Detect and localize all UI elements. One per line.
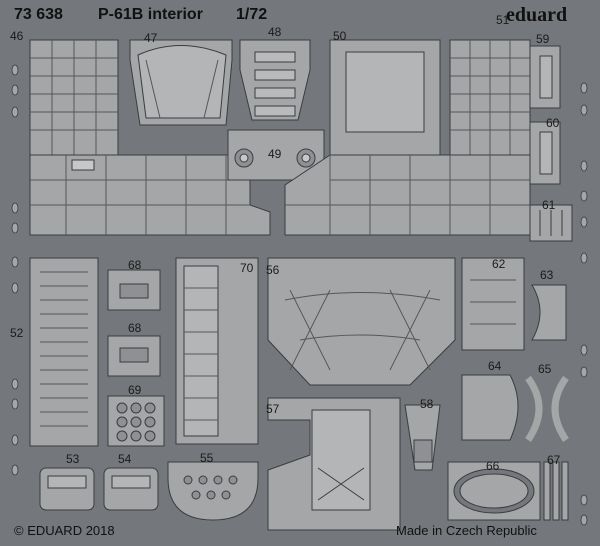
part-64-curve xyxy=(461,374,519,441)
part-label-52: 52 xyxy=(10,326,24,340)
part-55-panel xyxy=(167,461,259,521)
part-56-truss xyxy=(267,257,456,386)
part-69-buttons xyxy=(107,395,165,447)
part-label-48: 48 xyxy=(268,25,282,39)
part-label-54: 54 xyxy=(118,452,132,466)
part-52-ladder xyxy=(29,257,99,447)
part-label-67: 67 xyxy=(547,453,561,467)
part-label-68-lower: 68 xyxy=(128,321,142,335)
part-65-rings xyxy=(525,375,569,442)
part-label-60: 60 xyxy=(546,116,560,130)
part-label-65: 65 xyxy=(538,362,552,376)
part-label-63: 63 xyxy=(540,268,554,282)
origin-label: Made in Czech Republic xyxy=(396,523,537,538)
part-label-62: 62 xyxy=(492,257,506,271)
product-name: P-61B interior xyxy=(98,6,203,23)
part-label-70: 70 xyxy=(240,261,254,275)
part-54-seat xyxy=(103,467,159,511)
part-49-panel xyxy=(227,129,325,181)
part-label-66: 66 xyxy=(486,459,500,473)
part-66-frame xyxy=(447,461,541,521)
part-61-clips xyxy=(529,204,573,242)
part-label-69: 69 xyxy=(128,383,142,397)
part-53-seat xyxy=(39,467,95,511)
brand-logo: eduard xyxy=(506,4,568,26)
part-label-50: 50 xyxy=(333,29,347,43)
part-46-panel xyxy=(29,39,119,156)
part-48-bracket xyxy=(239,39,311,121)
sprue-drops xyxy=(11,64,588,526)
part-70-frame xyxy=(175,257,259,445)
part-label-58: 58 xyxy=(420,397,434,411)
part-50-panel xyxy=(329,39,441,156)
part-label-64: 64 xyxy=(488,359,502,373)
scale-label: 1/72 xyxy=(236,6,268,23)
part-67-strips xyxy=(543,461,569,521)
part-58-bracket xyxy=(404,404,441,471)
part-57-floor xyxy=(267,397,401,531)
part-label-61: 61 xyxy=(542,198,556,212)
part-68-upper xyxy=(107,269,161,311)
part-floor-left xyxy=(29,154,271,236)
copyright: © EDUARD 2018 xyxy=(14,523,115,538)
part-59-bracket xyxy=(529,45,561,109)
part-label-51: 51 xyxy=(496,13,510,27)
part-label-55: 55 xyxy=(200,451,214,465)
part-floor-right xyxy=(284,154,531,236)
part-68-lower xyxy=(107,335,161,377)
part-label-46: 46 xyxy=(10,29,24,43)
part-label-59: 59 xyxy=(536,32,550,46)
part-label-57: 57 xyxy=(266,402,280,416)
part-label-47: 47 xyxy=(144,31,158,45)
part-label-53: 53 xyxy=(66,452,80,466)
part-47-seat-back xyxy=(129,39,233,126)
part-63-curve xyxy=(531,284,567,341)
part-label-49: 49 xyxy=(268,147,282,161)
part-62-panel xyxy=(461,257,525,351)
part-51-panel xyxy=(449,39,531,156)
part-label-68-upper: 68 xyxy=(128,258,142,272)
part-label-56: 56 xyxy=(266,263,280,277)
catalog-number: 73 638 xyxy=(14,6,63,23)
part-60-bracket xyxy=(529,121,561,185)
